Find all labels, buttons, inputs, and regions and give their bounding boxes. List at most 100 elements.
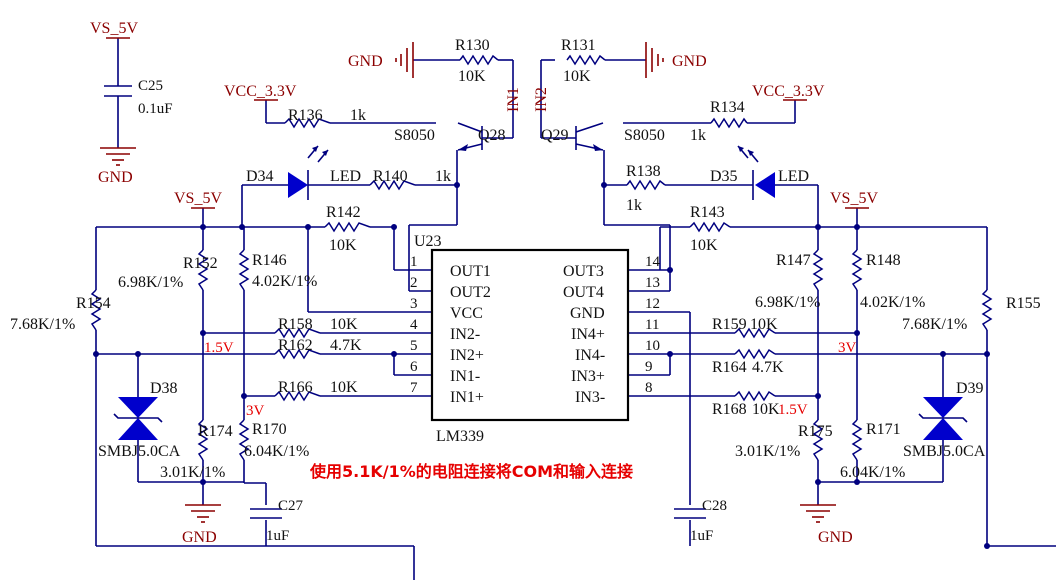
- svg-text:R142: R142: [326, 204, 361, 221]
- svg-text:C28: C28: [702, 498, 727, 514]
- svg-text:C27: C27: [278, 498, 304, 514]
- svg-text:R168: R168: [712, 401, 747, 418]
- wires: [95, 38, 1056, 580]
- svg-text:S8050: S8050: [624, 127, 665, 144]
- svg-text:R143: R143: [690, 204, 725, 221]
- svg-text:1.5V: 1.5V: [204, 340, 234, 356]
- svg-text:R170: R170: [252, 421, 287, 438]
- svg-text:10K: 10K: [330, 379, 358, 396]
- svg-text:5: 5: [410, 338, 418, 354]
- svg-text:OUT1: OUT1: [450, 263, 491, 280]
- svg-text:0.1uF: 0.1uF: [138, 101, 173, 117]
- svg-text:IN4-: IN4-: [575, 347, 605, 364]
- transistor-q28: S8050 Q28: [394, 122, 506, 151]
- svg-text:10K: 10K: [690, 237, 718, 254]
- svg-text:R147: R147: [776, 252, 811, 269]
- svg-text:3V: 3V: [838, 340, 857, 356]
- svg-text:3V: 3V: [246, 403, 265, 419]
- gnd-label: GND: [672, 53, 707, 70]
- capacitor-c25: C25 0.1uF: [104, 78, 173, 117]
- svg-text:LED: LED: [778, 168, 809, 185]
- gnd-label: GND: [348, 53, 383, 70]
- svg-text:R148: R148: [866, 252, 901, 269]
- junctions: [93, 182, 990, 549]
- svg-text:R134: R134: [710, 99, 745, 116]
- svg-text:R146: R146: [252, 252, 287, 269]
- svg-text:C25: C25: [138, 78, 163, 94]
- svg-text:LM339: LM339: [436, 428, 484, 445]
- svg-text:6.04K/1%: 6.04K/1%: [840, 464, 905, 481]
- svg-text:6.98K/1%: 6.98K/1%: [118, 274, 183, 291]
- svg-text:R155: R155: [1006, 295, 1041, 312]
- svg-text:1: 1: [410, 254, 418, 270]
- vcc33-label: VCC_3.3V: [224, 83, 297, 100]
- gnd-label: GND: [182, 529, 217, 546]
- svg-text:R175: R175: [798, 423, 833, 440]
- svg-text:R162: R162: [278, 337, 313, 354]
- svg-text:1k: 1k: [626, 197, 642, 214]
- power-symbols: VS_5V VS_5V VS_5V VCC_3.3V VCC_3.3V GND …: [90, 20, 878, 546]
- svg-text:R131: R131: [561, 37, 596, 54]
- svg-text:9: 9: [645, 359, 653, 375]
- svg-text:1uF: 1uF: [690, 528, 713, 544]
- svg-text:R174: R174: [198, 423, 233, 440]
- net-label-in1: IN1: [505, 87, 522, 112]
- svg-text:D39: D39: [956, 380, 984, 397]
- svg-text:10K: 10K: [750, 316, 778, 333]
- svg-text:D35: D35: [710, 168, 738, 185]
- svg-text:Q29: Q29: [541, 127, 569, 144]
- svg-text:3.01K/1%: 3.01K/1%: [160, 464, 225, 481]
- svg-text:10K: 10K: [563, 68, 591, 85]
- svg-text:R140: R140: [373, 168, 408, 185]
- svg-text:13: 13: [645, 275, 660, 291]
- svg-text:R130: R130: [455, 37, 490, 54]
- svg-text:IN4+: IN4+: [571, 326, 605, 343]
- svg-text:R159: R159: [712, 316, 747, 333]
- svg-text:OUT4: OUT4: [563, 284, 604, 301]
- svg-text:2: 2: [410, 275, 418, 291]
- svg-text:U23: U23: [414, 233, 442, 250]
- capacitor-c27: C27 1uF: [250, 498, 304, 544]
- svg-text:R164: R164: [712, 359, 747, 376]
- svg-text:10K: 10K: [329, 237, 357, 254]
- gnd-label: GND: [98, 169, 133, 186]
- net-label-in2: IN2: [533, 87, 550, 112]
- svg-text:10K: 10K: [752, 401, 780, 418]
- svg-text:OUT2: OUT2: [450, 284, 491, 301]
- svg-text:6.98K/1%: 6.98K/1%: [755, 294, 820, 311]
- svg-text:IN1+: IN1+: [450, 389, 484, 406]
- svg-text:11: 11: [645, 317, 659, 333]
- voltage-annotations: 1.5V 3V 3V 1.5V: [204, 340, 857, 419]
- svg-text:SMBJ5.0CA: SMBJ5.0CA: [903, 443, 986, 460]
- svg-text:R138: R138: [626, 163, 661, 180]
- vs5v-label: VS_5V: [90, 20, 138, 37]
- svg-text:12: 12: [645, 296, 660, 312]
- svg-text:7: 7: [410, 380, 418, 396]
- gnd-label: GND: [818, 529, 853, 546]
- svg-text:1uF: 1uF: [266, 528, 289, 544]
- led-d34: D34 LED: [246, 145, 361, 200]
- svg-text:4.7K: 4.7K: [330, 337, 362, 354]
- svg-text:3.01K/1%: 3.01K/1%: [735, 443, 800, 460]
- chip-lm339: U23 LM339 1 2 3 4 5 6 7 OUT1 OUT2 VCC IN…: [410, 233, 661, 445]
- svg-text:R136: R136: [288, 107, 323, 124]
- note-text: 使用5.1K/1%的电阻连接将COM和输入连接: [309, 462, 633, 481]
- svg-text:6: 6: [410, 359, 418, 375]
- svg-text:IN3+: IN3+: [571, 368, 605, 385]
- svg-text:VCC: VCC: [450, 305, 483, 322]
- led-d35: D35 LED: [710, 145, 809, 200]
- resistor-labels: R130 10K R131 10K R134 1k R136 1k R138 1…: [10, 37, 1041, 481]
- svg-text:R171: R171: [866, 421, 901, 438]
- capacitor-c28: C28 1uF: [674, 498, 727, 544]
- vs5v-label: VS_5V: [174, 190, 222, 207]
- transistor-q29: Q29 S8050: [541, 122, 665, 151]
- svg-text:GND: GND: [570, 305, 605, 322]
- svg-text:IN3-: IN3-: [575, 389, 605, 406]
- svg-text:Q28: Q28: [478, 127, 506, 144]
- svg-text:S8050: S8050: [394, 127, 435, 144]
- tvs-d39: D39 SMBJ5.0CA: [903, 380, 986, 460]
- svg-text:10K: 10K: [330, 316, 358, 333]
- svg-text:7.68K/1%: 7.68K/1%: [902, 316, 967, 333]
- vcc33-label: VCC_3.3V: [752, 83, 825, 100]
